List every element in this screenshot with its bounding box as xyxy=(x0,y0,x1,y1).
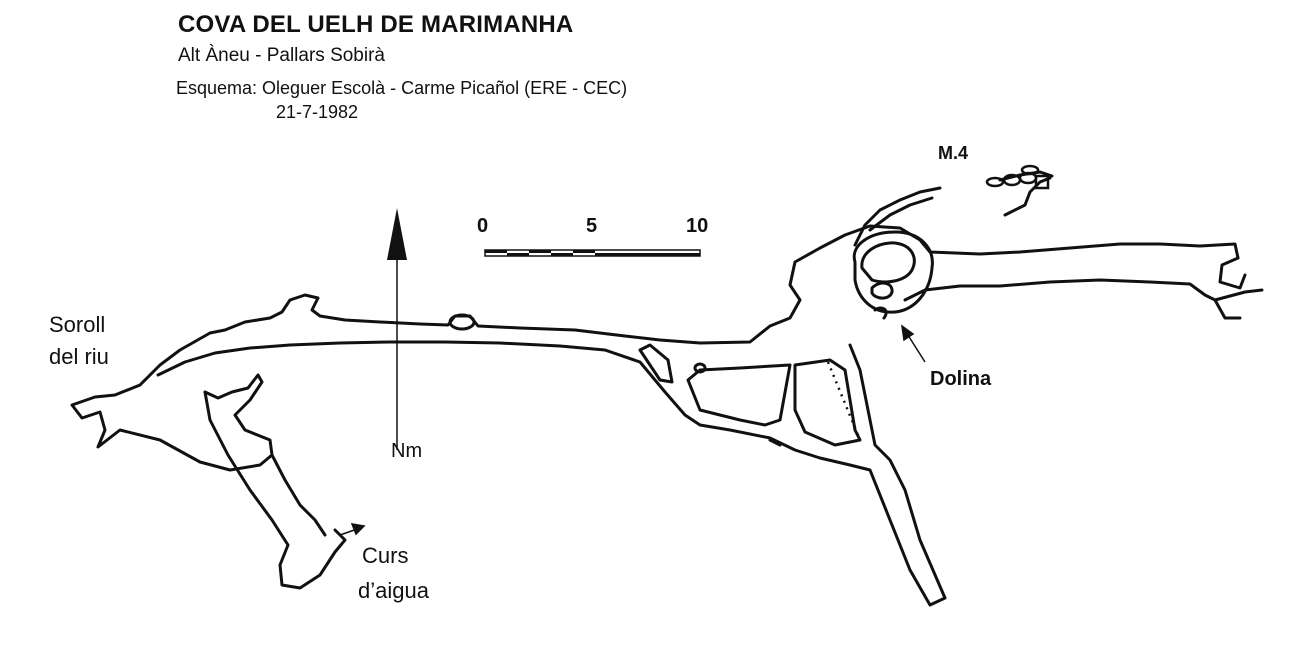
east-passage-south-wall xyxy=(903,278,1264,302)
west-branch xyxy=(70,331,274,472)
dotted-connection xyxy=(826,361,862,441)
scale-bar xyxy=(484,249,701,257)
m4-label: M.4 xyxy=(938,143,969,163)
north-arrow xyxy=(387,208,407,450)
northeast-passage xyxy=(853,186,942,247)
map-author: Esquema: Oleguer Escolà - Carme Picañol … xyxy=(176,78,628,98)
main-gallery-north-wall xyxy=(208,224,1240,345)
pillar-5 xyxy=(448,313,476,331)
map-date: 21-7-1982 xyxy=(276,102,359,122)
soroll-label-line2: del riu xyxy=(49,344,109,369)
dolina-label: Dolina xyxy=(930,368,992,390)
map-subtitle: Alt Àneu - Pallars Sobirà xyxy=(178,45,385,66)
m4-symbols xyxy=(985,164,1050,190)
scale-label-10: 10 xyxy=(686,215,709,237)
pillar-2 xyxy=(686,363,792,427)
dolina-inner xyxy=(860,241,916,284)
m4-passage xyxy=(998,170,1054,217)
curs-label-line1: Curs xyxy=(362,543,409,568)
pillar-1 xyxy=(638,343,674,384)
scale-label-5: 5 xyxy=(586,215,598,237)
map-title: COVA DEL UELH DE MARIMANHA xyxy=(178,11,574,38)
pillar-4 xyxy=(693,362,707,374)
cave-passage-walls xyxy=(70,170,1264,607)
main-gallery-south-wall xyxy=(156,340,947,607)
soroll-label-line1: Soroll xyxy=(49,312,106,337)
southwest-passage xyxy=(203,390,347,590)
label-arrows xyxy=(339,324,926,536)
dolina-loop xyxy=(870,281,894,320)
east-passage-end xyxy=(1213,256,1247,320)
pillar-3 xyxy=(793,358,862,447)
pillar-6 xyxy=(768,438,782,447)
scale-label-0: 0 xyxy=(477,215,489,237)
curs-label-line2: d’aigua xyxy=(358,578,429,603)
north-label: Nm xyxy=(391,440,423,462)
